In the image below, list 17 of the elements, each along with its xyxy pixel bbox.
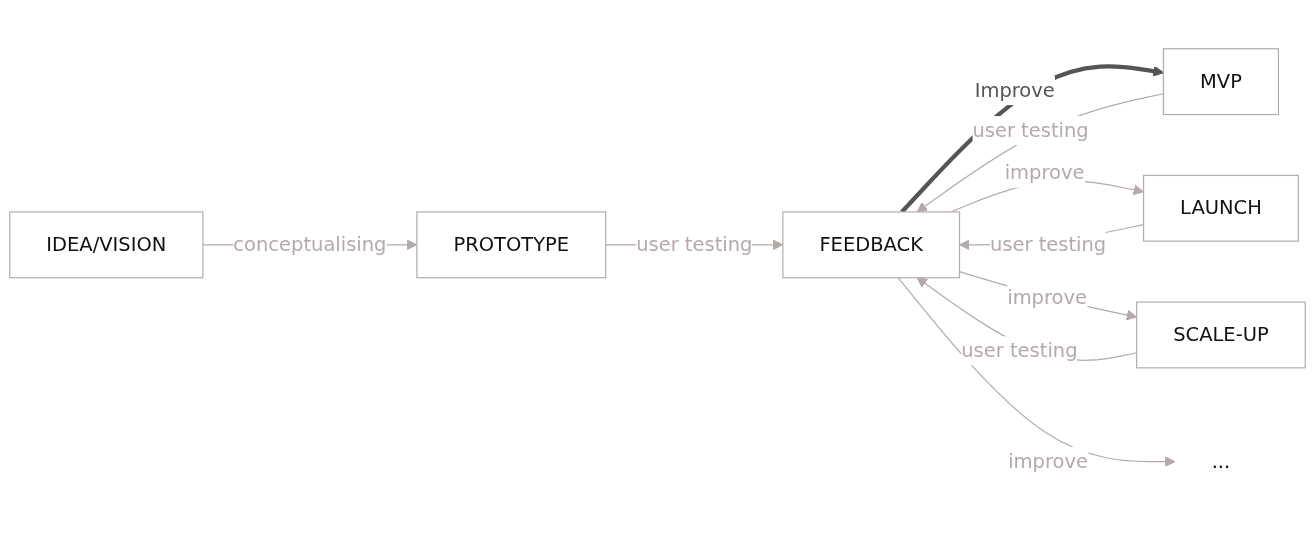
edge-label: improve (1004, 160, 1085, 185)
node-box: IDEA/VISION (9, 211, 204, 279)
node-text: ... (1211, 449, 1231, 473)
edge-label: improve (1007, 285, 1088, 309)
arrow (897, 276, 1176, 467)
edge-label: conceptualising (233, 232, 387, 256)
node-box: PROTOTYPE (416, 211, 607, 279)
edge-label: user testing (989, 232, 1107, 256)
edge-label: user testing (972, 118, 1089, 142)
node-box: LAUNCH (1142, 174, 1299, 242)
edge-label: user testing (961, 338, 1078, 362)
node-box: MVP (1162, 48, 1280, 115)
node-box: SCALE-UP (1136, 301, 1306, 369)
node-box: FEEDBACK (782, 211, 961, 279)
edge-label: Improve (974, 78, 1055, 102)
edge-label: improve (1008, 449, 1088, 473)
edge-label: user testing (636, 232, 753, 256)
